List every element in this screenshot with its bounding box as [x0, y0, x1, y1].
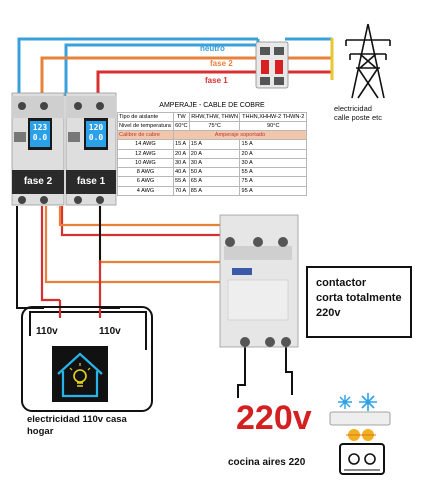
- breaker-icon: [255, 41, 289, 89]
- table-cell: 14 AWG: [117, 139, 174, 150]
- table-header-cell: 90°C: [239, 120, 307, 132]
- table-cell: 30 A: [172, 157, 190, 169]
- neutro-wire: [17, 37, 332, 96]
- meter-right-voltage: 120: [88, 123, 104, 132]
- energy-meter-left-icon: [11, 92, 65, 206]
- house-bulb-icon: [52, 346, 108, 402]
- cooktop-icon: [339, 443, 385, 475]
- fase1-label: fase 1: [205, 76, 228, 85]
- contactor-note-line2: corta totalmente: [316, 292, 402, 304]
- table-cell: 12 AWG: [117, 148, 174, 159]
- table-cell: 65 A: [188, 176, 241, 187]
- table-cell: 15 A: [239, 139, 307, 150]
- table-cell: 55 A: [239, 167, 307, 178]
- contactor-icon: [219, 214, 299, 348]
- source-caption-line2: calle poste etc: [334, 113, 382, 122]
- home-caption-line1: electricidad 110v casa: [27, 414, 127, 425]
- amperage-table: AMPERAJE - CABLE DE COBRE Tipo de aislan…: [117, 100, 308, 197]
- table-header-cell: 75°C: [188, 120, 241, 132]
- table-cell: 4 AWG: [117, 185, 174, 197]
- table-header-cell: Tipo de aislante: [117, 111, 174, 122]
- table-cell: 95 A: [239, 185, 307, 197]
- table-cell: 50 A: [188, 167, 241, 178]
- contactor-note-line1: contactor: [316, 277, 367, 289]
- contactor-note-box: [306, 266, 412, 338]
- table-cell: 30 A: [188, 157, 241, 169]
- air-conditioner-icon: [329, 393, 391, 441]
- table-cell: 55 A: [172, 176, 190, 187]
- table-cell: 85 A: [188, 185, 241, 197]
- table-cell: 75 A: [239, 176, 307, 187]
- table-cell: 8 AWG: [117, 167, 174, 178]
- table-cell: 20 A: [188, 148, 241, 159]
- table-cell: 15 A: [172, 139, 190, 150]
- table-subheader-cell: Amperaje soportado: [172, 130, 308, 141]
- home-caption: electricidad 110v casa hogar: [27, 414, 127, 438]
- table-header-cell: THHN,XHHW-2 THWN-2: [239, 111, 307, 122]
- meter-right-current: 0.0: [88, 133, 104, 142]
- voltage-220-label: 220v: [236, 399, 312, 437]
- table-cell: 15 A: [188, 139, 241, 150]
- contactor-note-line3: 220v: [316, 307, 341, 319]
- fase2-label: fase 2: [210, 59, 233, 68]
- source-caption-line1: electricidad: [334, 104, 372, 113]
- fase1-wire: [96, 70, 332, 96]
- contactor-note: contactor corta totalmente 220v: [316, 276, 402, 321]
- table-subheader-cell: Calibre de cabre: [117, 130, 174, 141]
- appliances-caption: cocina aires 220: [228, 457, 306, 468]
- meter-right-label: fase 1: [76, 176, 106, 187]
- meter-right-display: 120 0.0: [86, 123, 106, 143]
- fase2-wire: [40, 56, 332, 96]
- table-cell: 70 A: [172, 185, 190, 197]
- table-cell: 6 AWG: [117, 176, 174, 187]
- table-header-cell: TW: [172, 111, 190, 122]
- neutro-label: neutro: [200, 44, 225, 53]
- meter-left-voltage: 123: [32, 123, 48, 132]
- home-box-outline: [21, 306, 153, 412]
- table-title: AMPERAJE - CABLE DE COBRE: [159, 102, 265, 110]
- home-110v-left: 110v: [36, 326, 58, 337]
- table-cell: 30 A: [239, 157, 307, 169]
- meter-left-label: fase 2: [23, 176, 53, 187]
- meter-left-display: 123 0.0: [30, 123, 50, 143]
- table-cell: 20 A: [172, 148, 190, 159]
- table-cell: 20 A: [239, 148, 307, 159]
- meter-left-current: 0.0: [32, 133, 48, 142]
- source-caption: electricidad calle poste etc: [334, 104, 382, 122]
- energy-meter-right-icon: [65, 92, 117, 206]
- home-110v-right: 110v: [99, 326, 121, 337]
- table-header-cell: RHW,THW, THWN: [188, 111, 241, 122]
- home-caption-line2: hogar: [27, 426, 54, 437]
- table-header-cell: Nivel de temperatura: [117, 120, 174, 132]
- table-cell: 10 AWG: [117, 157, 174, 169]
- table-header-cell: 60°C: [172, 120, 190, 132]
- transmission-tower-icon: [345, 23, 391, 99]
- table-cell: 40 A: [172, 167, 190, 178]
